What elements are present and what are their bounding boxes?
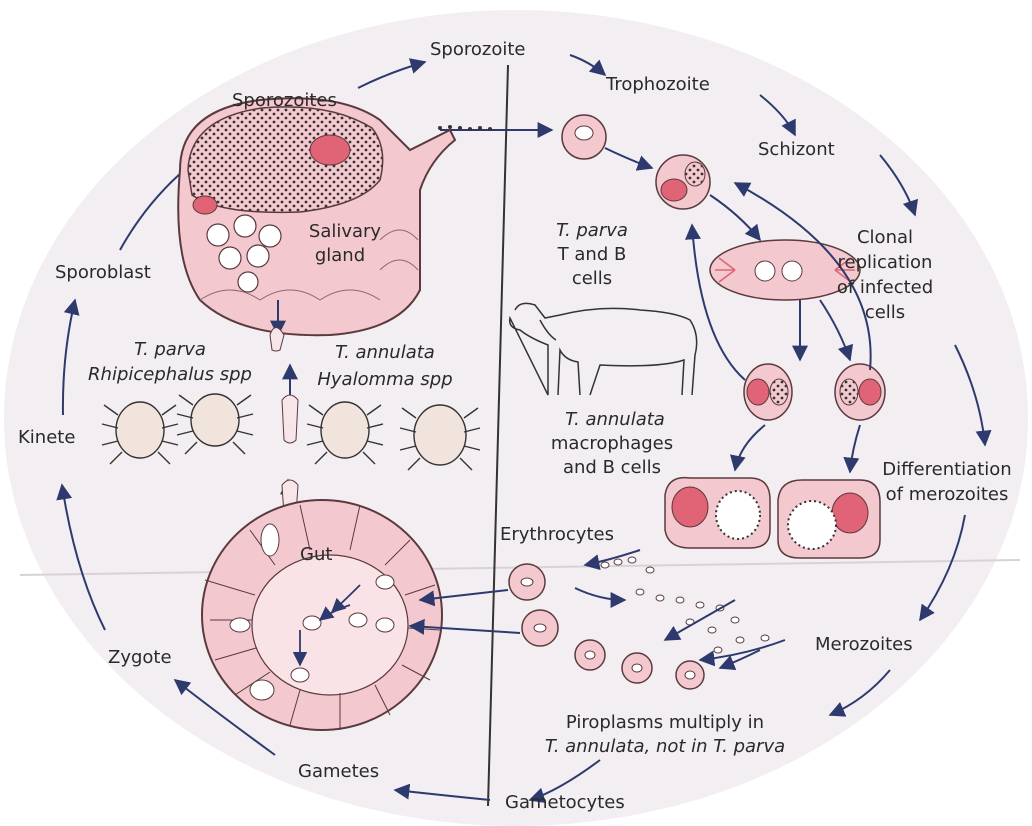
nucleus [310,135,350,165]
stippled-acinus [188,107,383,213]
label-schizont: Schizont [758,139,835,160]
infected-cell [234,215,256,237]
infected-cell [238,272,258,292]
zygote-cell [261,524,279,556]
label-tparva-tick-1: T. parva [134,339,206,360]
tick-gut [202,500,442,730]
merozoite-producing-cell-right [778,480,880,558]
label-tparva-cells-2: T and B [557,244,627,265]
label-tparva-cells-1: T. parva [556,220,628,241]
label-piroplasms-1: Piroplasms multiply in [566,712,764,733]
label-trophozoite: Trophozoite [605,74,710,95]
label-sporozoites: Sporozoites [232,90,337,111]
daughter-cell-right [835,364,885,420]
label-gut: Gut [300,544,332,565]
label-piroplasms-2: T. annulata, not in T. parva [545,736,785,757]
kinete-cell [282,395,298,443]
label-erythrocytes: Erythrocytes [500,524,614,545]
label-tparva-cells-3: cells [572,268,612,289]
label-differentiation-1: Differentiation [882,459,1011,480]
label-tannulata-tick-1: T. annulata [335,342,435,363]
nucleus [193,196,217,214]
label-clonal-4: cells [865,302,905,323]
label-kinete: Kinete [18,427,75,448]
label-clonal-3: of infected [837,277,933,298]
label-gametes: Gametes [298,761,379,782]
label-salivary-2: gland [315,245,365,266]
daughter-cell-left [744,364,792,420]
label-tannulata-tick-2: Hyalomma spp [317,369,452,390]
label-sporoblast: Sporoblast [55,262,151,283]
infected-cell [207,224,229,246]
label-zygote: Zygote [108,647,172,668]
label-clonal-2: replication [838,252,933,273]
infected-cell [259,225,281,247]
infected-cell [219,247,241,269]
label-tparva-tick-2: Rhipicephalus spp [88,364,252,385]
label-gametocytes: Gametocytes [505,792,625,813]
label-differentiation-2: of merozoites [886,484,1009,505]
trophozoite-cell [656,155,710,209]
merozoite-producing-cell-left [665,478,770,548]
label-tannulata-cells-1: T. annulata [565,409,665,430]
label-sporozoite: Sporozoite [430,39,525,60]
label-salivary-1: Salivary [309,221,382,242]
label-clonal-1: Clonal [857,227,913,248]
label-tannulata-cells-2: macrophages [551,433,673,454]
label-merozoites: Merozoites [815,634,913,655]
label-tannulata-cells-3: and B cells [563,457,661,478]
infected-cell [247,245,269,267]
